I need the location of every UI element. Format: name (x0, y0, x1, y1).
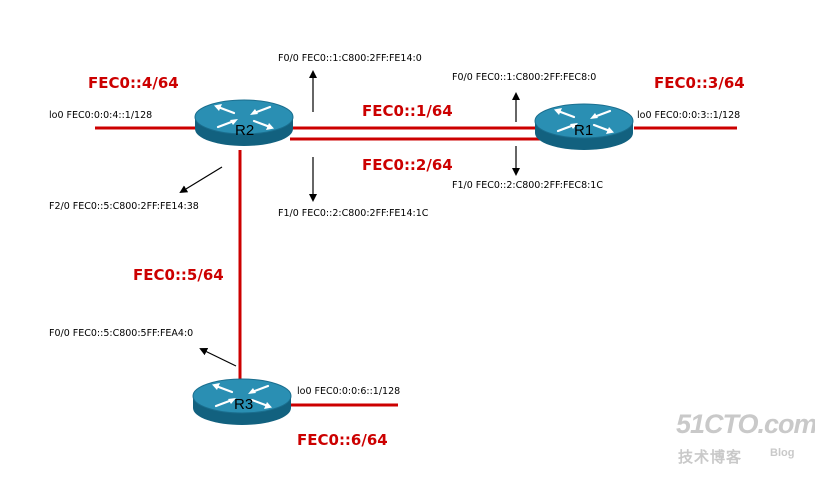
iface-r3-lo0: lo0 FEC0:0:0:6::1/128 (297, 386, 401, 397)
subnet-r2-lo0: FEC0::4/64 (88, 74, 179, 92)
iface-r3-f00: F0/0 FEC0::5:C800:5FF:FEA4:0 (49, 328, 194, 339)
subnet-r1-lo0: FEC0::3/64 (654, 74, 745, 92)
iface-r2-f10: F1/0 FEC0::2:C800:2FF:FE14:1C (278, 208, 429, 219)
arrow-icon (179, 166, 223, 194)
subnet-link1: FEC0::1/64 (362, 102, 453, 120)
watermark-sub: 技术博客 (678, 449, 743, 466)
iface-r2-f20: F2/0 FEC0::5:C800:2FF:FE14:38 (49, 201, 199, 212)
iface-r1-lo0: lo0 FEC0:0:0:3::1/128 (637, 110, 741, 121)
iface-r2-lo0: lo0 FEC0:0:0:4::1/128 (49, 110, 153, 121)
router-r2-label: R2 (235, 122, 255, 139)
iface-r1-f10: F1/0 FEC0::2:C800:2FF:FEC8:1C (452, 180, 603, 191)
subnet-r2-r3: FEC0::5/64 (133, 266, 224, 284)
subnet-r3-lo0: FEC0::6/64 (297, 431, 388, 449)
router-r3-label: R3 (234, 396, 254, 413)
iface-r2-f00: F0/0 FEC0::1:C800:2FF:FE14:0 (278, 53, 422, 64)
iface-r1-f00: F0/0 FEC0::1:C800:2FF:FEC8:0 (452, 72, 597, 83)
router-r1-label: R1 (574, 122, 594, 139)
watermark-site: 51CTO.com (676, 409, 815, 439)
subnet-link2: FEC0::2/64 (362, 156, 453, 174)
arrow-icon (199, 348, 237, 367)
watermark-blog: Blog (770, 447, 795, 459)
